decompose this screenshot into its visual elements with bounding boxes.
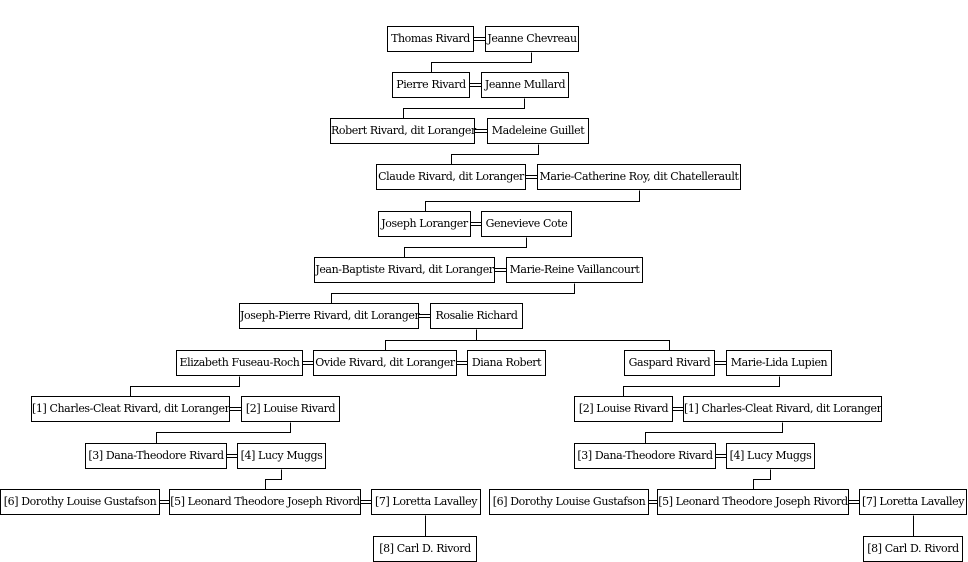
person-leonard-theodore-joseph-rivord-right[interactable]: [5] Leonard Theodore Joseph Rivord <box>657 489 849 515</box>
marriage-connector <box>419 314 430 318</box>
person-ovide-rivard[interactable]: Ovide Rivard, dit Loranger <box>313 350 457 376</box>
person-elizabeth-fuseau-roch[interactable]: Elizabeth Fuseau-Roch <box>176 350 303 376</box>
descent-line <box>431 52 532 73</box>
descent-line <box>425 190 640 212</box>
person-joseph-loranger[interactable]: Joseph Loranger <box>378 211 471 237</box>
marriage-connector <box>227 454 237 458</box>
person-diana-robert[interactable]: Diana Robert <box>467 350 546 376</box>
person-dorothy-louise-gustafson-left[interactable]: [6] Dorothy Louise Gustafson <box>0 489 160 515</box>
marriage-connector <box>649 500 657 504</box>
person-marie-lida-lupien[interactable]: Marie-Lida Lupien <box>726 350 832 376</box>
person-claude-rivard[interactable]: Claude Rivard, dit Loranger <box>376 164 526 190</box>
marriage-connector <box>361 500 371 504</box>
person-dana-theodore-rivard-left[interactable]: [3] Dana-Theodore Rivard <box>85 443 227 469</box>
descent-line <box>623 376 780 397</box>
marriage-connector <box>470 83 481 87</box>
marriage-connector <box>849 500 859 504</box>
marriage-connector <box>475 129 487 133</box>
marriage-connector <box>230 407 241 411</box>
descent-line <box>156 422 291 444</box>
person-dorothy-louise-gustafson-right[interactable]: [6] Dorothy Louise Gustafson <box>489 489 649 515</box>
person-madeleine-guillet[interactable]: Madeleine Guillet <box>487 118 589 144</box>
marriage-connector <box>471 222 481 226</box>
marriage-connector <box>160 500 169 504</box>
marriage-connector <box>495 268 506 272</box>
person-carl-d-rivord-right[interactable]: [8] Carl D. Rivord <box>863 536 963 562</box>
descent-line <box>476 329 670 351</box>
person-gaspard-rivard[interactable]: Gaspard Rivard <box>624 350 715 376</box>
person-louise-rivard-left[interactable]: [2] Louise Rivard <box>241 396 340 422</box>
marriage-connector <box>673 407 683 411</box>
marriage-connector <box>457 361 467 365</box>
descent-line <box>753 469 771 490</box>
person-jeanne-mullard[interactable]: Jeanne Mullard <box>481 72 569 98</box>
person-dana-theodore-rivard-right[interactable]: [3] Dana-Theodore Rivard <box>574 443 716 469</box>
person-jeanne-chevreau[interactable]: Jeanne Chevreau <box>485 26 579 52</box>
descent-line <box>451 144 539 165</box>
person-carl-d-rivord-left[interactable]: [8] Carl D. Rivord <box>373 536 477 562</box>
person-leonard-theodore-joseph-rivord-left[interactable]: [5] Leonard Theodore Joseph Rivord <box>169 489 361 515</box>
marriage-connector <box>474 37 485 41</box>
marriage-connector <box>716 454 726 458</box>
person-loretta-lavalley-left[interactable]: [7] Loretta Lavalley <box>371 489 481 515</box>
person-robert-rivard[interactable]: Robert Rivard, dit Loranger <box>330 118 476 144</box>
marriage-connector <box>303 361 313 365</box>
person-charles-cleat-rivard-left[interactable]: [1] Charles-Cleat Rivard, dit Loranger <box>31 396 230 422</box>
person-genevieve-cote[interactable]: Genevieve Cote <box>481 211 572 237</box>
person-loretta-lavalley-right[interactable]: [7] Loretta Lavalley <box>859 489 967 515</box>
marriage-connector <box>526 175 537 179</box>
person-thomas-rivard[interactable]: Thomas Rivard <box>387 26 474 52</box>
marriage-connector <box>715 361 726 365</box>
descent-line <box>404 237 527 258</box>
person-marie-reine-vaillancourt[interactable]: Marie-Reine Vaillancourt <box>506 257 643 283</box>
person-lucy-muggs-left[interactable]: [4] Lucy Muggs <box>237 443 326 469</box>
person-charles-cleat-rivard-right[interactable]: [1] Charles-Cleat Rivard, dit Loranger <box>683 396 882 422</box>
person-lucy-muggs-right[interactable]: [4] Lucy Muggs <box>726 443 815 469</box>
person-rosalie-richard[interactable]: Rosalie Richard <box>430 303 523 329</box>
descent-line <box>130 376 240 397</box>
descent-line <box>385 329 477 351</box>
person-joseph-pierre-rivard[interactable]: Joseph-Pierre Rivard, dit Loranger <box>239 303 420 329</box>
person-jean-baptiste-rivard[interactable]: Jean-Baptiste Rivard, dit Loranger <box>314 257 495 283</box>
descent-line <box>265 469 282 490</box>
person-louise-rivard-right[interactable]: [2] Louise Rivard <box>574 396 673 422</box>
person-pierre-rivard[interactable]: Pierre Rivard <box>392 72 470 98</box>
descent-line <box>645 422 783 444</box>
descent-line <box>403 98 525 119</box>
descent-line <box>331 283 575 304</box>
person-marie-catherine-roy[interactable]: Marie-Catherine Roy, dit Chatellerault <box>537 164 741 190</box>
